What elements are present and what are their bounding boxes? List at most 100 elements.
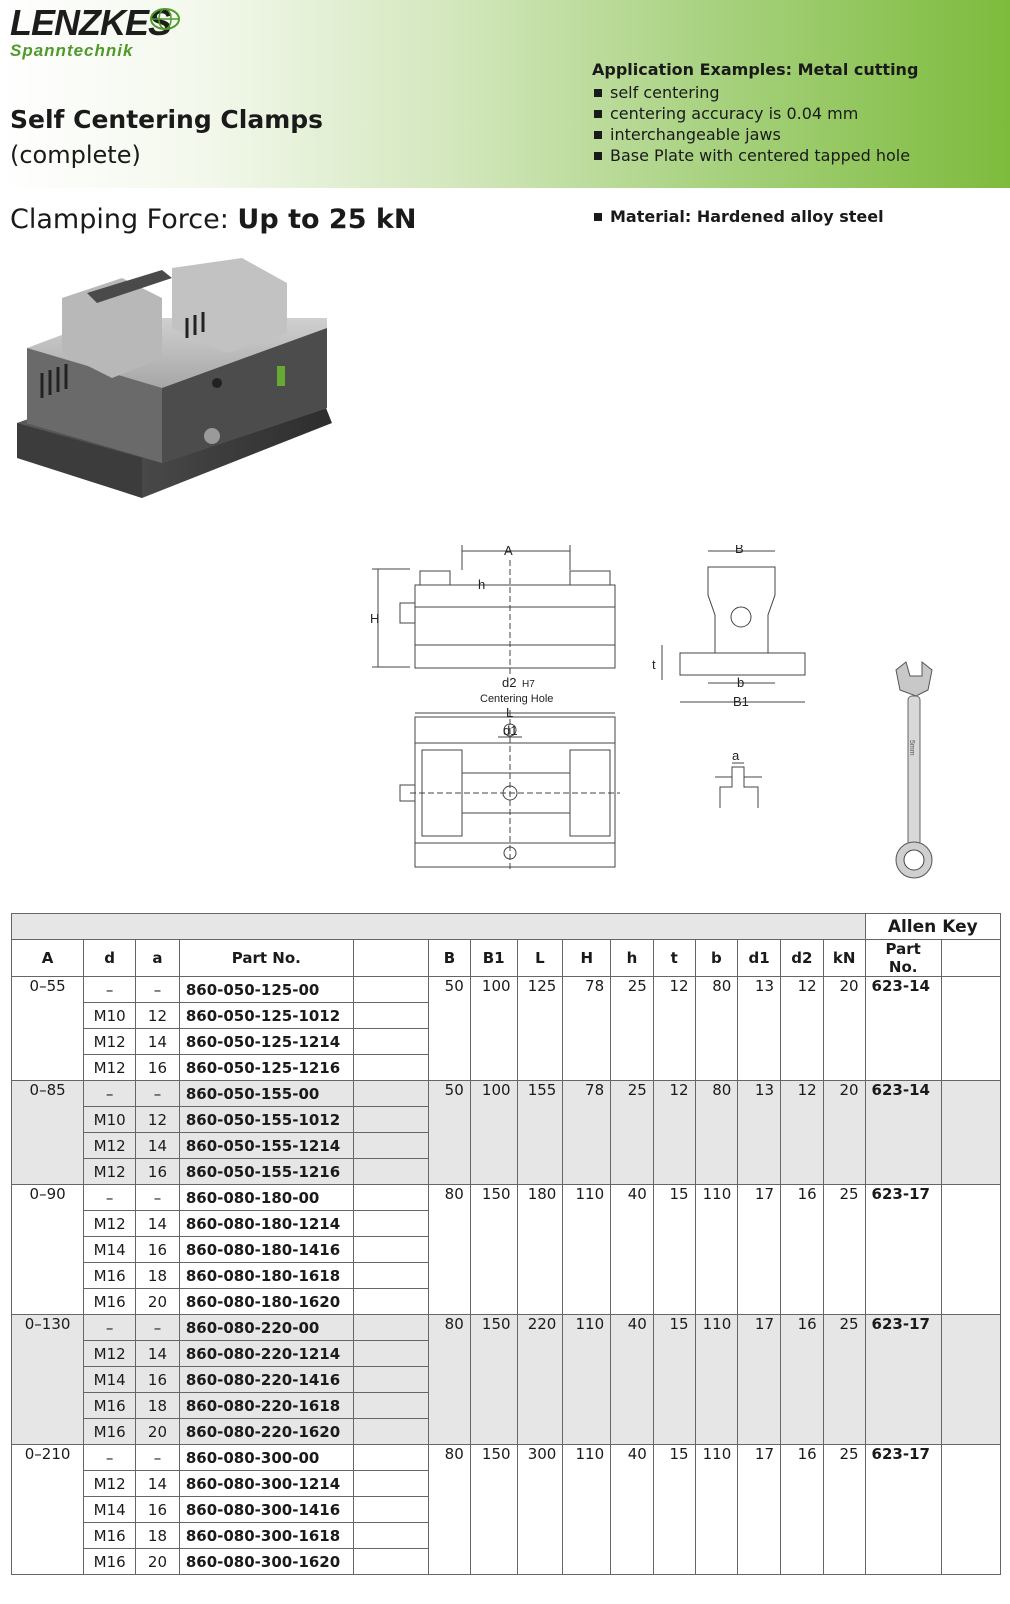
dim-a-cell: 16 [135,1496,180,1523]
thread-d-cell: M12 [83,1210,137,1237]
part-number-cell: 860-050-155-1214 [178,1132,354,1159]
dimension-cell: 110 [562,1314,612,1445]
part-number-cell: 860-050-125-1214 [178,1028,354,1055]
blank-cell [352,1470,430,1497]
dim-a-cell: – [135,1444,180,1471]
dimension-cell: 80 [694,976,739,1081]
dimension-cell: 12 [652,976,696,1081]
blank-cell [352,1106,430,1133]
dimension-cell: 180 [516,1184,564,1315]
blank-cell [352,1314,430,1341]
dimension-cell: 100 [469,976,518,1081]
company-logo: LENZKES Spanntechnik [10,4,180,60]
label-H7: H7 [522,679,535,690]
dimension-cell: 150 [469,1444,518,1575]
thread-d-cell: M16 [83,1418,137,1445]
dim-a-cell: 20 [135,1548,180,1575]
part-number-cell: 860-080-220-00 [178,1314,354,1341]
material-note: Material: Hardened alloy steel [592,207,884,226]
label-centering-hole: Centering Hole [480,693,553,705]
label-B1: B1 [733,694,749,709]
blank-cell [352,1028,430,1055]
part-number-cell: 860-050-125-1012 [178,1002,354,1029]
part-number-cell: 860-080-180-00 [178,1184,354,1211]
dimension-cell: 80 [428,1314,471,1445]
dim-a-cell: 20 [135,1288,180,1315]
column-header: a [135,939,180,977]
thread-d-cell: M12 [83,1470,137,1497]
blank-cell [352,1522,430,1549]
dimension-cell: 17 [737,1444,781,1575]
dim-a-cell: 18 [135,1522,180,1549]
thread-d-cell: M10 [83,1106,137,1133]
part-number-cell: 860-050-125-1216 [178,1054,354,1081]
thread-d-cell: M16 [83,1392,137,1419]
force-value: Up to 25 kN [237,204,417,235]
blank-cell [352,1366,430,1393]
dim-a-cell: 14 [135,1132,180,1159]
dimension-cell: 16 [780,1184,824,1315]
wrench-text: 5mm [908,740,915,756]
dimension-cell: 25 [610,1080,654,1185]
application-examples: Application Examples: Metal cutting self… [592,60,918,166]
allen-key-part-cell: 623-17 [864,1184,942,1315]
thread-d-cell: M12 [83,1132,137,1159]
dimension-cell: 110 [694,1314,739,1445]
column-header: B [428,939,471,977]
label-h: h [478,577,485,592]
column-header: A [10,939,85,977]
dimension-cell: 15 [652,1444,696,1575]
apps-item: interchangeable jaws [592,124,918,145]
blank-cell [352,1054,430,1081]
thread-d-cell: M14 [83,1236,137,1263]
force-label: Clamping Force: [10,204,229,235]
allen-key-wrench-image: 5mm [895,660,933,879]
column-header: b [694,939,739,977]
dim-a-cell: 16 [135,1366,180,1393]
thread-d-cell: – [83,1184,137,1211]
clamping-force: Clamping Force: Up to 25 kN [10,204,416,235]
column-header: d1 [737,939,781,977]
blank-cell [352,1158,430,1185]
dimension-cell: 78 [562,976,612,1081]
part-number-cell: 860-080-300-1416 [178,1496,354,1523]
dimension-cell: 20 [822,976,866,1081]
side-view [372,545,616,675]
dim-a-cell: – [135,1080,180,1107]
dimension-cell: 40 [610,1184,654,1315]
dimension-cell: 16 [780,1314,824,1445]
blank-cell [352,1080,430,1107]
thread-d-cell: – [83,1314,137,1341]
blank-cell [940,1314,1002,1445]
blank-cell [940,976,1002,1081]
label-b: b [737,675,744,690]
label-d2: d2 [502,675,516,690]
dimension-cell: 17 [737,1314,781,1445]
column-header: B1 [469,939,518,977]
end-view [661,550,806,703]
dim-a-cell: 12 [135,1106,180,1133]
range-a-cell: 0–90 [10,1184,85,1315]
label-B: B [735,545,744,556]
allen-key-part-cell: 623-17 [864,1444,942,1575]
blank-cell [352,1418,430,1445]
part-number-cell: 860-080-300-00 [178,1444,354,1471]
globe-icon [150,8,180,30]
blank-cell [352,1262,430,1289]
column-header: Part No. [178,939,354,977]
blank-cell [940,1444,1002,1575]
dimension-cell: 17 [737,1184,781,1315]
